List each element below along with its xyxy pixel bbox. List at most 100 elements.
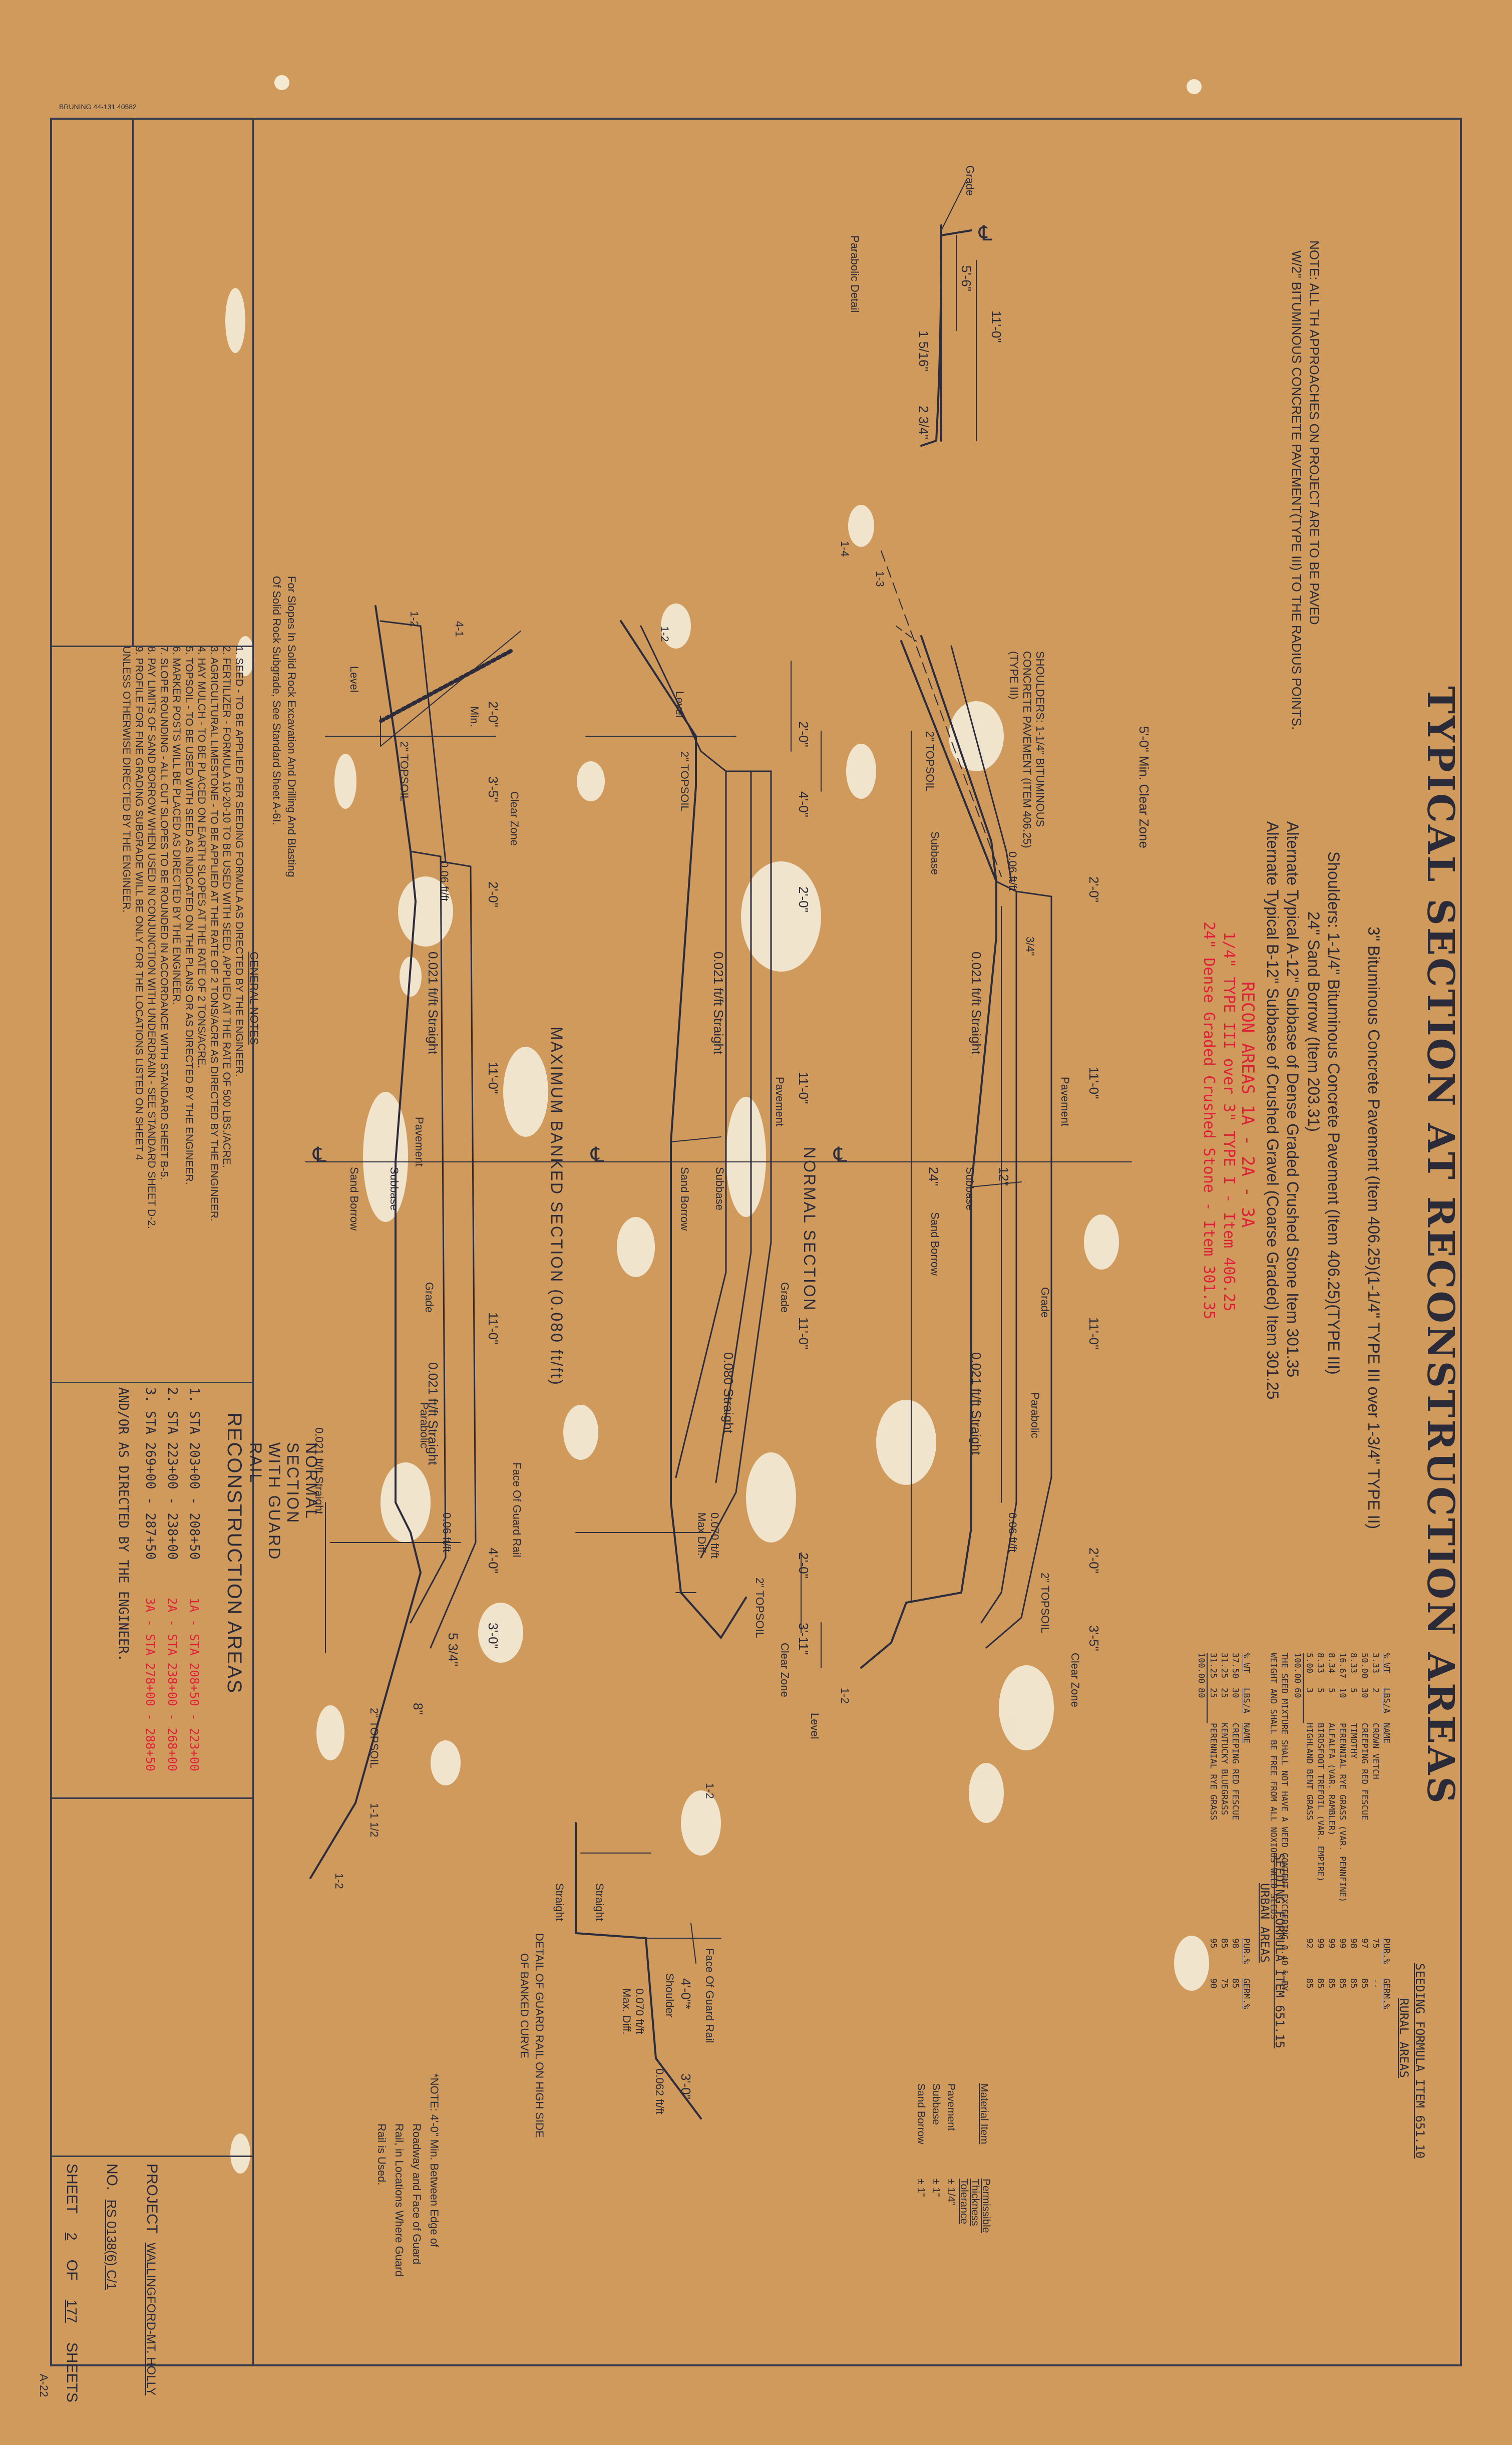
banked-level: Level: [673, 691, 686, 718]
rock-note-line2: Of Solid Rock Subgrade, See Standard She…: [270, 576, 283, 825]
banked-dim-11-0-right: 11'-0": [796, 1317, 811, 1350]
guardrail-grade: Grade: [423, 1282, 436, 1313]
banked-topsoil-left: 2" TOPSOIL: [678, 751, 691, 812]
banked-dim-2-0-mid: 2'-0": [796, 886, 811, 912]
seeding-rural-title: SEEDING FORMULA ITEM 651.10: [1413, 1963, 1427, 2159]
guardrail-dim-2-0-left: 2'-0": [486, 701, 501, 727]
guardrail-dim-3-5: 3'-5": [486, 776, 501, 802]
guardrail-parabolic: Parabolic: [418, 1402, 431, 1448]
normal-clear-zone: Clear Zone: [1069, 1653, 1081, 1707]
punch-hole: [274, 75, 289, 90]
guardrail-slope-1-1-5: 1-1 1/2: [368, 1803, 381, 1838]
banked-max-diff: 0.070 ft/ft Max Diff.: [695, 1512, 721, 1559]
guardrail-dim-5-3-4: 5 3/4": [446, 1633, 461, 1667]
paper-stamp: BRUNING 44-131 40582: [59, 103, 137, 111]
of-value: 177: [64, 2299, 80, 2323]
gr-detail-shoulder: Shoulder: [663, 1973, 676, 2018]
general-notes-title: GENERAL NOTES: [248, 952, 260, 1045]
of-label: OF: [64, 2259, 80, 2281]
normal-pavement: Pavement: [1059, 1077, 1071, 1127]
banked-slope-right: 0.080 Straight: [721, 1352, 736, 1433]
normal-min-clear-zone: 5'-0" Min. Clear Zone: [1137, 726, 1152, 848]
normal-shoulders-note: SHOULDERS: 1-1/4" BITUMINOUS CONCRETE PA…: [1008, 651, 1046, 848]
banked-topsoil-right: 2" TOPSOIL: [753, 1578, 766, 1638]
general-note-item: 6. MARKER POSTS WILL BE PLACED AS DIRECT…: [171, 646, 182, 1005]
normal-slope-006-left: 0.06 ft/ft: [1006, 851, 1019, 891]
parabolic-dim-5-6: 5'-6": [959, 265, 974, 291]
tolerance-table: Material Item Permissible Thickness Tole…: [913, 2083, 992, 2254]
general-note-item: 9. PROFILE FOR FINE GRADING SUBGRADE WIL…: [133, 646, 145, 1160]
guardrail-dim-3-0: 3'-0": [486, 1623, 501, 1649]
general-notes-list: 1. SEED - TO BE APPLIED PER SEEDING FORM…: [120, 646, 245, 1229]
sheet-title: TYPICAL SECTION AT RECONSTRUCTION AREAS: [1419, 686, 1462, 1805]
guardrail-subbase: Subbase: [388, 1167, 401, 1210]
gr-detail-straight-2: Straight: [553, 1883, 566, 1921]
parabolic-dim-1-5-16: 1 5/16": [916, 331, 931, 372]
punch-hole: [1187, 79, 1202, 94]
seeding-urban-title: SEEDING FORMULA ITEM 651.15: [1273, 1853, 1287, 2049]
gr-detail-diff: 0.070 ft/ft Max. Diff.: [620, 1988, 646, 2035]
general-note-item: 3. AGRICULTURAL LIMESTONE - TO BE APPLIE…: [208, 646, 220, 1221]
banked-dim-2-0-left: 2'-0": [796, 721, 811, 747]
banked-dim-3-11: 3'-11": [796, 1623, 811, 1655]
star-note-line4: Rail is Used.: [375, 2123, 388, 2186]
number-label: NO.: [104, 2164, 120, 2191]
general-note-item: 8. PAY LIMITS OF SAND BORROW WHEN USED I…: [146, 646, 157, 1229]
star-note-line2: Roadway and Face of Guard: [411, 2123, 423, 2265]
shoulders-spec: Shoulders: 1-1/4" Bituminous Concrete Pa…: [1325, 851, 1343, 1375]
guardrail-slope-lower: 0.021 ft/ft Straight: [313, 1427, 325, 1514]
normal-dim-2-0-left: 2'-0": [1086, 876, 1101, 902]
guardrail-dim-min: Min.: [468, 706, 481, 727]
guardrail-section-title: NORMAL SECTION WITH GUARD RAIL: [247, 1442, 320, 1561]
normal-dim-3-4: 3/4": [1024, 937, 1036, 956]
svg-text:℄: ℄: [312, 1142, 326, 1167]
general-note-item: 7. SLOPE ROUNDING - ALL CUT SLOPES TO BE…: [158, 646, 170, 1180]
banked-pavement: Pavement: [774, 1077, 786, 1127]
sheet-value: 2: [64, 2232, 80, 2241]
gr-detail-face: Face Of Guard Rail: [703, 1948, 716, 2043]
normal-topsoil-left: 2" TOPSOIL: [924, 731, 936, 792]
drawing-frame: [50, 118, 1462, 2366]
guardrail-slope-006-right: 0.06 ft/ft: [441, 1512, 453, 1553]
svg-text:℄: ℄: [978, 221, 992, 245]
guardrail-clear-zone: Clear Zone: [508, 791, 521, 846]
tolerance-header: Material Item Permissible Thickness Tole…: [958, 2083, 992, 2233]
title-block-project: PROJECT WALLINGFORD-MT. HOLLY: [143, 2164, 160, 2395]
guardrail-slope-1-2-left: 1-2: [408, 611, 421, 627]
gr-detail-dim-4-0: 4'-0"*: [678, 1978, 693, 2009]
general-note-item: 1. SEED - TO BE APPLIED PER SEEDING FORM…: [233, 646, 245, 1077]
sheet-label: SHEET: [64, 2164, 80, 2214]
general-note-item: 4. HAY MULCH - TO BE PLACED ON EARTH SLO…: [196, 646, 207, 1068]
banked-section-title: MAXIMUM BANKED SECTION (0.080 ft/ft): [548, 1027, 566, 1386]
general-note-item: 5. TOPSOIL - TO BE USED WITH SEED AS IND…: [183, 646, 195, 1185]
guardrail-slope-4-1: 4-1: [453, 621, 466, 637]
normal-dim-12: 12": [996, 1167, 1011, 1186]
title-block-divider: [252, 120, 254, 2364]
parabolic-dim-2-3-4: 2 3/4": [916, 406, 931, 440]
seeding-urban-subtitle: URBAN AREAS: [1258, 1883, 1272, 1963]
table-row: Sand Borrow± 1": [915, 2083, 927, 2197]
rock-note-line1: For Slopes In Solid Rock Excavation And …: [285, 576, 298, 877]
alternate-b-spec: Alternate Typical B-12" Subbase of Crush…: [1264, 821, 1282, 1400]
guardrail-slope-006-left: 0.06 ft/ft: [438, 861, 451, 901]
recon-areas-red-list: 1A - STA 208+50 - 223+00 2A - STA 238+00…: [139, 1598, 205, 1771]
normal-subgrade-label: Subbase: [929, 831, 941, 875]
sheets-label: SHEETS: [64, 2342, 80, 2402]
banked-grade: Grade: [779, 1282, 791, 1313]
sheet-corner-code: A-22: [38, 2374, 50, 2397]
normal-slope-left: 0.021 ft/ft Straight: [969, 952, 984, 1055]
normal-subbase: Subbase: [964, 1167, 976, 1210]
parabolic-dim-11: 11'-0": [989, 311, 1004, 343]
gr-detail-dim-3-0: 3'-0": [678, 2073, 693, 2099]
top-note-line2: W/2" BITUMINOUS CONCRETE PAVEMENT(TYPE I…: [1289, 250, 1304, 730]
